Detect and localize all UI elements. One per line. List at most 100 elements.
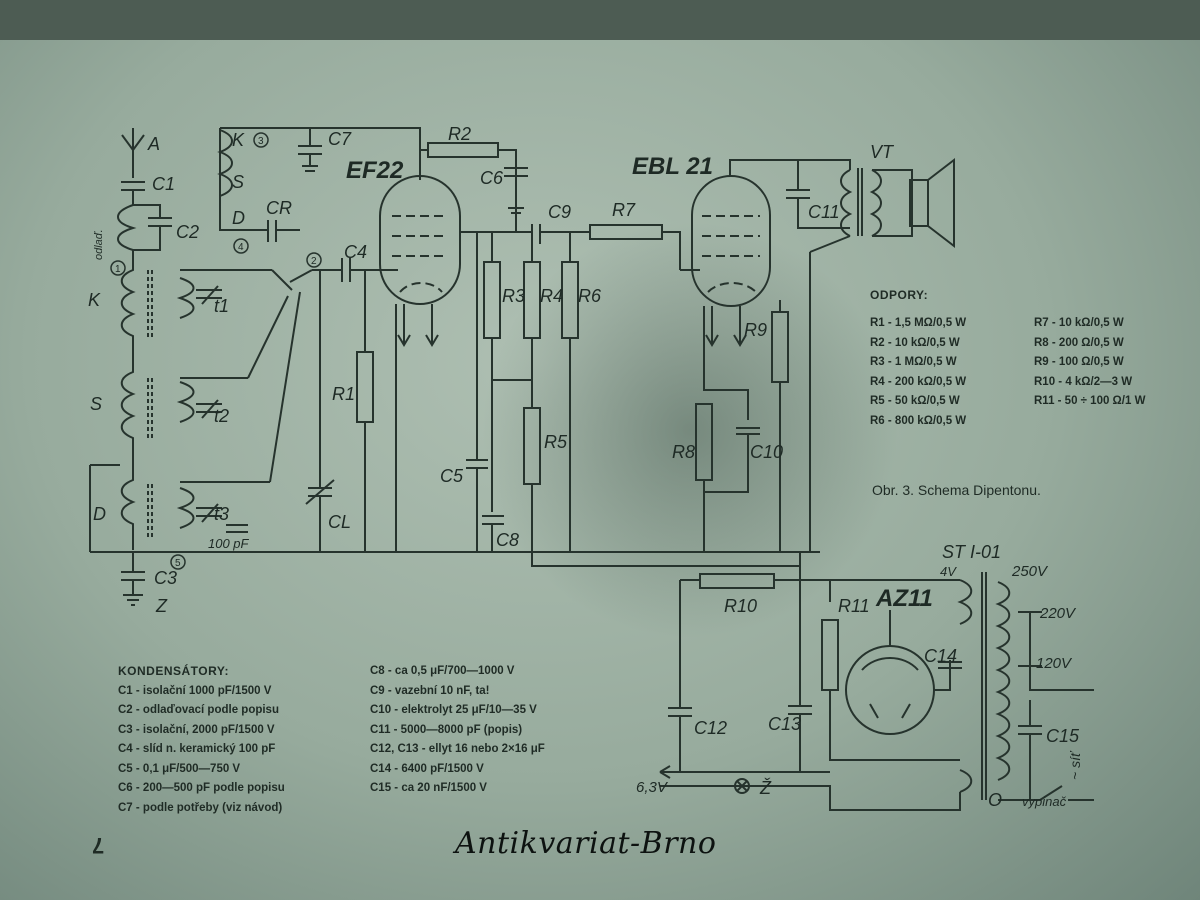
c13-capacitor — [788, 580, 812, 772]
label-220v: 220V — [1039, 605, 1077, 622]
kondensatory-row: C15 - ca 20 nF/1500 V — [370, 782, 487, 794]
label-r7: R7 — [612, 200, 636, 220]
label-top-k: K — [232, 130, 245, 150]
label-o: O — [988, 790, 1002, 810]
label-r10: R10 — [724, 596, 757, 616]
label-c15: C15 — [1046, 726, 1080, 746]
c4-capacitor — [330, 258, 398, 282]
label-c5: C5 — [440, 466, 464, 486]
k-coil — [120, 250, 136, 345]
c10-capacitor — [703, 306, 760, 493]
kondensatory-row: C8 - ca 0,5 μF/700—1000 V — [370, 665, 515, 677]
label-st101: ST I-01 — [942, 542, 1001, 562]
filament-winding — [959, 769, 973, 793]
label-c1: C1 — [152, 174, 175, 194]
label-c14: C14 — [924, 646, 957, 666]
s-secondary — [176, 381, 195, 423]
label-ef22: EF22 — [346, 157, 404, 184]
label-r2: R2 — [448, 124, 471, 144]
vt-secondary — [869, 169, 882, 237]
ebl21-tube — [691, 175, 771, 307]
s-coil — [120, 345, 136, 462]
kondensatory-row: C11 - 5000—8000 pF (popis) — [370, 723, 523, 736]
t1-trimmer — [196, 285, 222, 305]
label-c7: C7 — [328, 129, 352, 149]
num-4: 4 — [238, 242, 244, 253]
kondensatory-row: C12, C13 - ellyt 16 nebo 2×16 μF — [370, 743, 545, 755]
d-coil — [120, 462, 136, 550]
c2-capacitor — [133, 204, 172, 251]
num-1: 1 — [115, 264, 121, 275]
kondensatory-title: KONDENSÁTORY: — [118, 664, 229, 678]
label-ebl21: EBL 21 — [632, 153, 713, 180]
label-c10: C10 — [750, 442, 783, 462]
label-r8: R8 — [672, 442, 695, 462]
ef22-tube — [379, 175, 461, 305]
kondensatory-row: C1 - isolační 1000 pF/1500 V — [118, 684, 272, 697]
kondensatory-row: C7 - podle potřeby (viz návod) — [118, 801, 283, 814]
r9-resistor — [771, 300, 789, 552]
label-d: D — [93, 504, 106, 524]
label-r9: R9 — [744, 320, 767, 340]
odpory-row: R1 - 1,5 MΩ/0,5 W — [870, 317, 967, 329]
label-c4: C4 — [344, 242, 367, 262]
c12-capacitor — [668, 580, 692, 772]
label-z: Z — [155, 596, 168, 616]
label-z-lamp: Ž — [759, 778, 772, 798]
antenna-symbol — [121, 128, 145, 178]
mains-switch — [998, 689, 1094, 801]
odpory-row: R8 - 200 Ω/0,5 W — [1034, 336, 1124, 349]
label-c8: C8 — [496, 530, 519, 550]
az11-tube — [845, 645, 935, 735]
circle-3 — [253, 132, 269, 148]
primary-winding — [995, 581, 1011, 781]
label-c6: C6 — [480, 168, 504, 188]
wave-switch — [289, 269, 313, 283]
label-r6: R6 — [578, 286, 602, 306]
r5-resistor — [523, 407, 800, 567]
label-k: K — [88, 290, 101, 310]
label-az11: AZ11 — [875, 585, 933, 612]
label-t3: t3 — [214, 504, 229, 524]
odpory-right: R7 - 10 kΩ/0,5 W R8 - 200 Ω/0,5 W R9 - 1… — [1034, 314, 1145, 412]
vt-primary — [840, 169, 853, 237]
r1-resistor — [356, 270, 374, 552]
c1-capacitor — [121, 181, 145, 205]
label-vypinac: vypinač — [1022, 794, 1067, 809]
odpory-left: R1 - 1,5 MΩ/0,5 W R2 - 10 kΩ/0,5 W R3 - … — [870, 314, 966, 431]
circle-4 — [233, 238, 249, 254]
label-r1: R1 — [332, 384, 355, 404]
label-c13: C13 — [768, 714, 801, 734]
kondensatory-row: C9 - vazební 10 nF, ta! — [370, 684, 490, 697]
kondensatory-row: C2 - odlaďovací podle popisu — [118, 704, 279, 716]
c8-capacitor — [482, 515, 504, 552]
label-120v: 120V — [1036, 655, 1073, 672]
r6-resistor — [561, 232, 579, 552]
label-t2: t2 — [214, 406, 229, 426]
label-c3: C3 — [154, 568, 177, 588]
label-r11: R11 — [838, 596, 870, 616]
num-2: 2 — [311, 256, 317, 267]
odpory-row: R10 - 4 kΩ/2—3 W — [1034, 375, 1133, 388]
t3-trimmer — [196, 503, 222, 523]
circle-5 — [170, 554, 186, 570]
c-100pf — [226, 524, 248, 533]
kondensatory-right: C8 - ca 0,5 μF/700—1000 V C9 - vazební 1… — [370, 662, 545, 799]
num-5: 5 — [175, 558, 181, 569]
odpory-row: R9 - 100 Ω/0,5 W — [1034, 356, 1124, 368]
r7-resistor — [589, 224, 681, 270]
kondensatory-row: C10 - elektrolyt 25 μF/10—35 V — [370, 704, 537, 716]
c9-capacitor — [460, 224, 590, 244]
cr-capacitor — [240, 220, 300, 242]
label-odlad: odlaď. — [93, 229, 105, 260]
circle-2 — [306, 252, 322, 268]
speaker — [909, 157, 955, 249]
label-top-d: D — [232, 208, 245, 228]
c14-capacitor — [889, 610, 962, 691]
page-number: 7 — [92, 833, 105, 858]
c6-capacitor — [504, 150, 528, 214]
odpory-row: R2 - 10 kΩ/0,5 W — [870, 336, 960, 349]
label-sit: ~ síť — [1067, 750, 1083, 780]
label-cl: CL — [328, 512, 351, 532]
